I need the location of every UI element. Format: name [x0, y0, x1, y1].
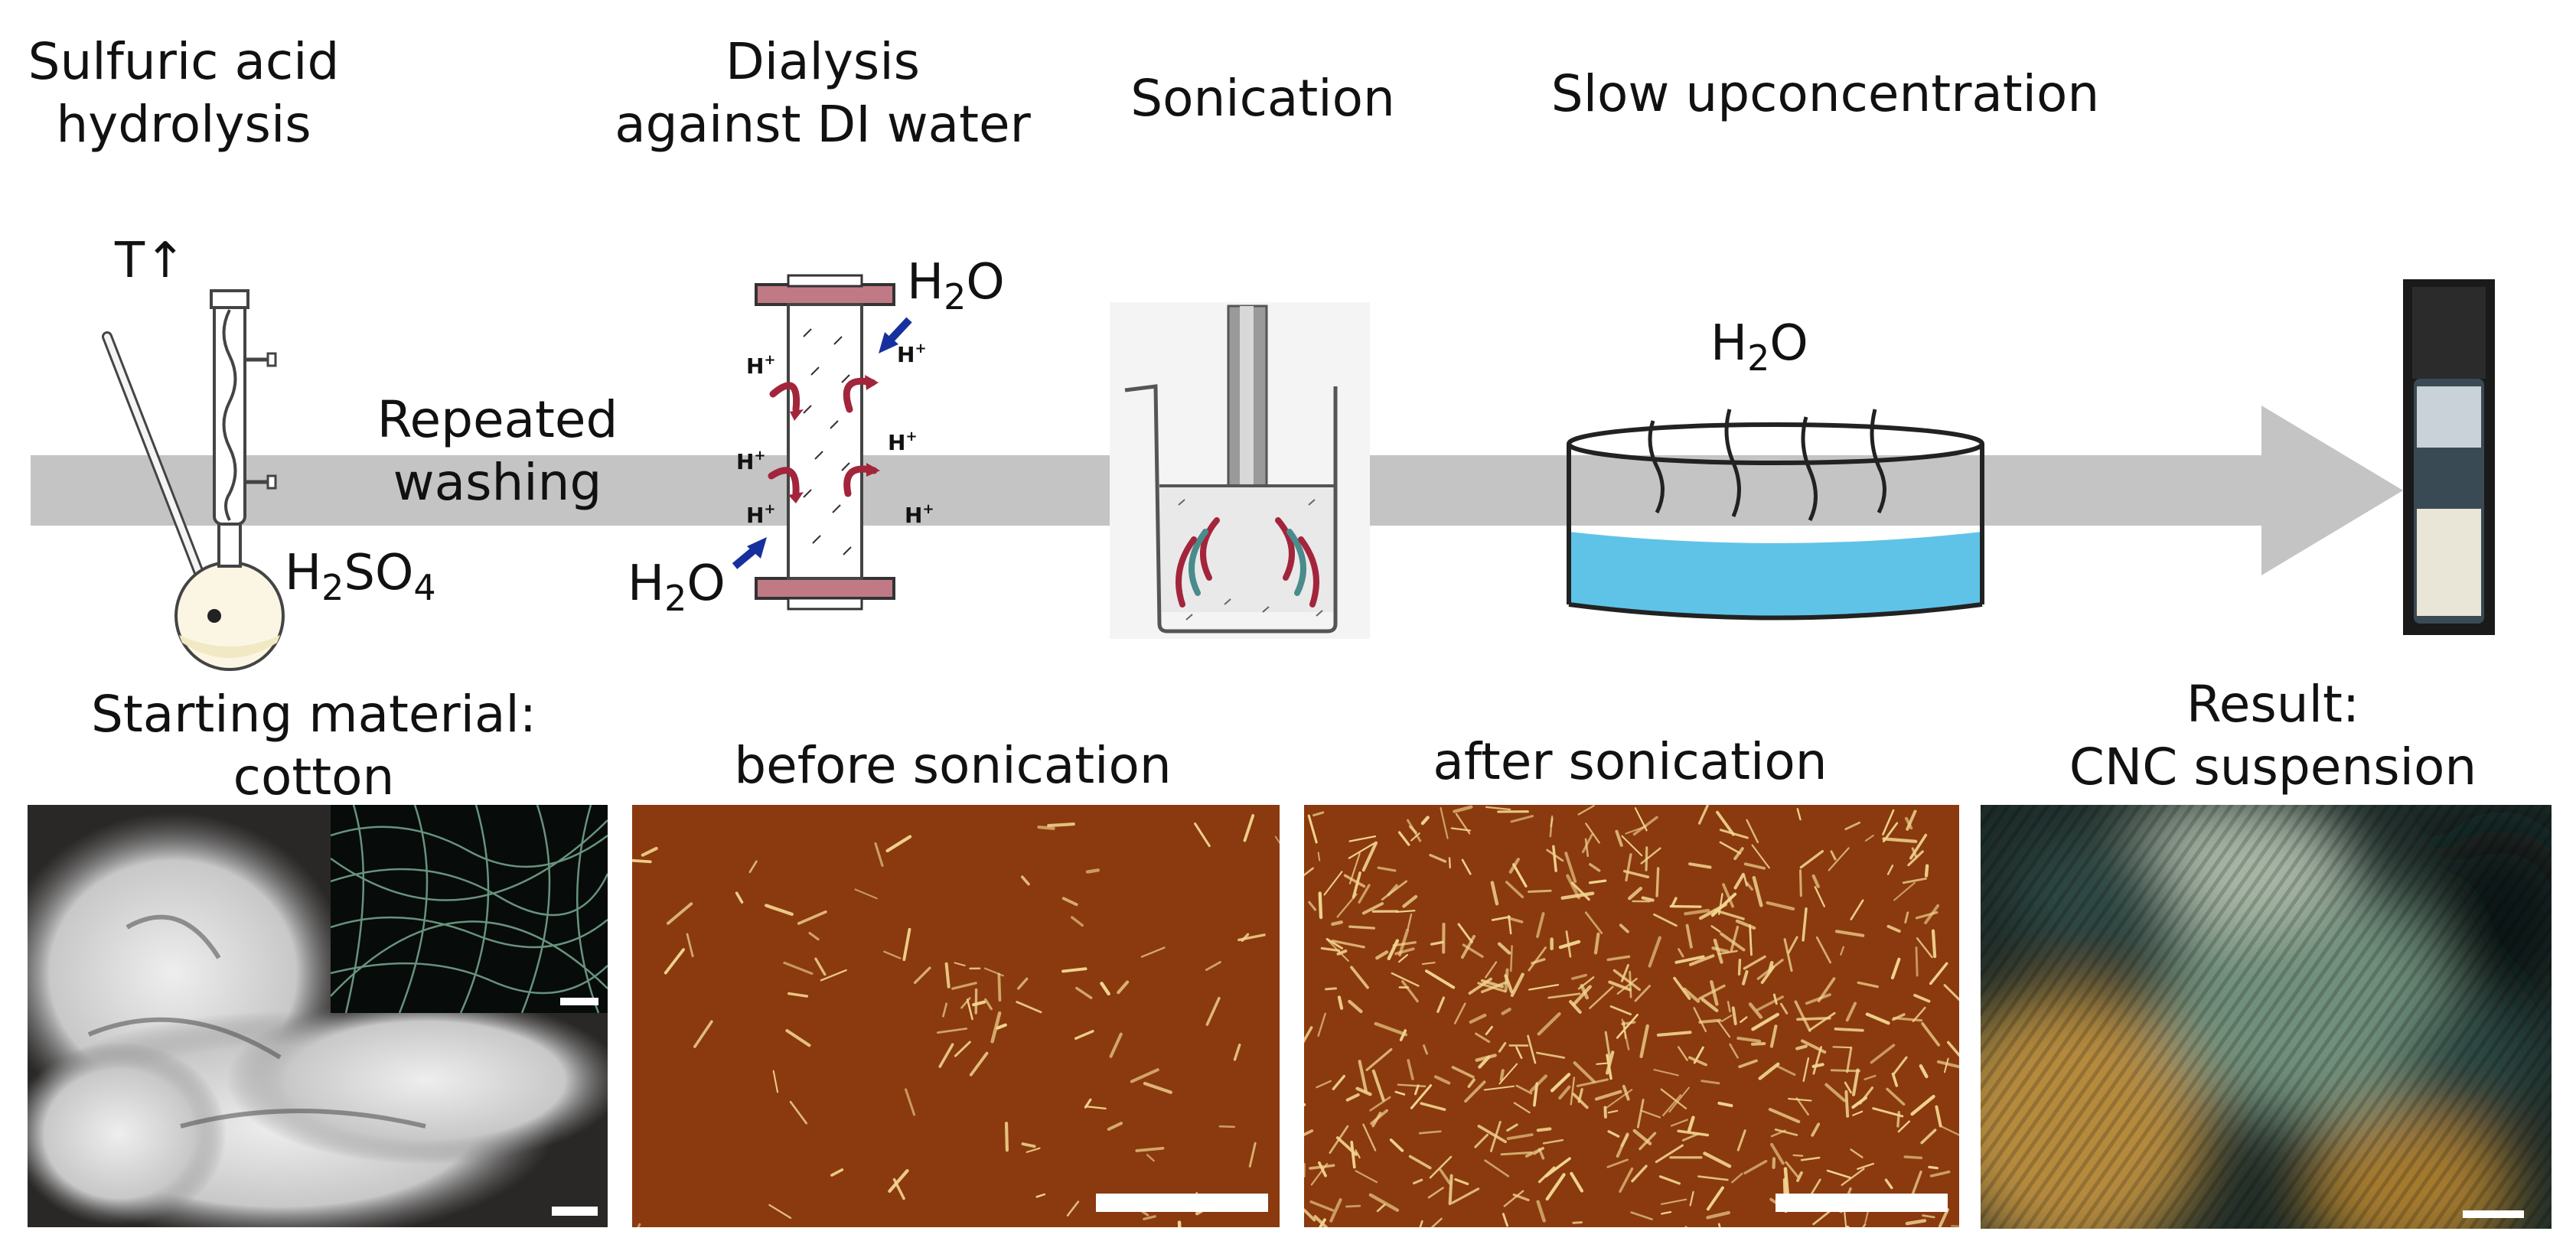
step-sonication-label: Sonication [1130, 69, 1395, 128]
acid-formula: H2SO4 [285, 545, 436, 608]
afm-after-sonication [1304, 805, 1959, 1227]
proton-label-6: H+ [905, 501, 934, 528]
cotton-caption: Starting material: cotton [91, 685, 536, 806]
proton-label-3: H+ [888, 428, 918, 455]
step-hydrolysis-label: Sulfuric acid hydrolysis [28, 32, 340, 154]
proton-label-4: H+ [736, 448, 766, 474]
afm-before-sonication [632, 805, 1280, 1227]
dialysis-tube-illustration [732, 274, 912, 611]
water-label-dish: H2O [1710, 315, 1808, 379]
cnc-vial-photo [2403, 279, 2495, 635]
step-upconcentration-label: Slow upconcentration [1550, 64, 2100, 123]
evaporation-dish-illustration [1567, 409, 1984, 620]
after-sonication-caption: after sonication [1433, 732, 1828, 791]
proton-label-2: H+ [897, 340, 927, 367]
step-washing-label: Repeated washing [377, 390, 618, 512]
proton-label-1: H+ [746, 352, 776, 379]
polarized-microscopy-result [1981, 805, 2552, 1229]
water-label-bottom: H2O [628, 555, 726, 619]
temperature-label: T↑ [115, 233, 186, 289]
cotton-microscopy-inset [331, 805, 608, 1013]
before-sonication-caption: before sonication [734, 736, 1172, 795]
water-label-top: H2O [907, 254, 1005, 318]
result-caption: Result: CNC suspension [2069, 675, 2477, 796]
sonication-beaker-illustration [1110, 302, 1370, 639]
step-dialysis-label: Dialysis against DI water [615, 32, 1031, 154]
proton-label-5: H+ [746, 501, 776, 528]
reflux-flask-illustration [102, 289, 285, 671]
